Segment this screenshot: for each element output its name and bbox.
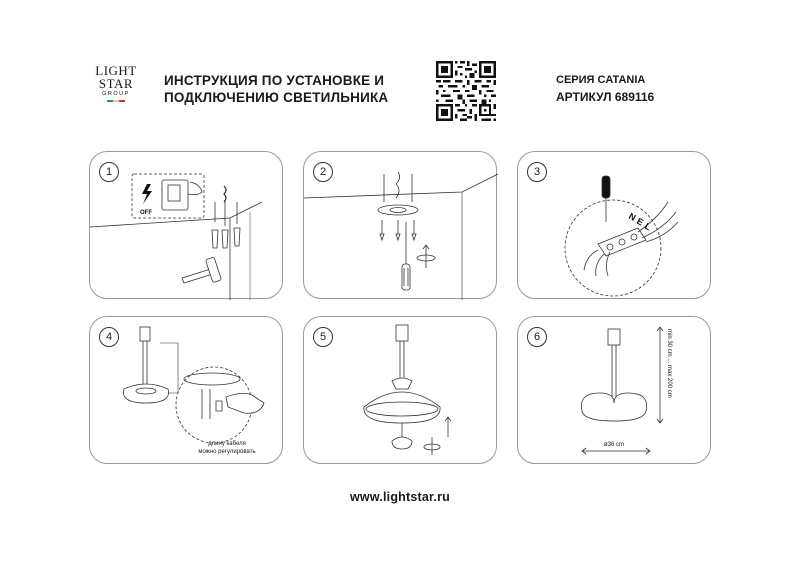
step-panel-1: 1 OFF bbox=[89, 151, 283, 300]
website-link[interactable]: www.lightstar.ru bbox=[350, 490, 450, 504]
brand-line3: GROUP bbox=[102, 91, 130, 97]
step-panel-2: 2 bbox=[303, 151, 498, 300]
wall-corner bbox=[90, 201, 263, 300]
qr-code-icon bbox=[436, 61, 496, 121]
rotate-icon bbox=[423, 437, 441, 455]
rotate-icon bbox=[416, 244, 436, 268]
mounting-bracket bbox=[377, 171, 419, 242]
title-line1: ИНСТРУКЦИЯ ПО УСТАНОВКЕ И bbox=[164, 73, 385, 88]
detail-circle bbox=[564, 199, 662, 297]
brand-line1: LIGHT bbox=[95, 63, 137, 78]
series-label: СЕРИЯ CATANIA bbox=[556, 74, 646, 86]
screwdriver-icon bbox=[401, 222, 411, 291]
height-label: min 30 cm ... max 200 cm bbox=[666, 329, 672, 398]
width-dimension bbox=[581, 447, 651, 455]
height-dimension bbox=[656, 326, 664, 424]
step-panel-4: 4 длину кабеля можно регулировать bbox=[89, 316, 283, 464]
brand-logo: LIGHT STAR GROUP bbox=[92, 64, 140, 124]
step-number: 1 bbox=[99, 162, 119, 182]
step-number: 6 bbox=[527, 327, 547, 347]
width-label: ø36 cm bbox=[604, 442, 624, 448]
step-number: 2 bbox=[313, 162, 333, 182]
cable-note-line1: длину кабеля bbox=[208, 441, 246, 447]
page-title: ИНСТРУКЦИЯ ПО УСТАНОВКЕ И ПОДКЛЮЧЕНИЮ СВ… bbox=[164, 72, 388, 106]
hand-icon bbox=[183, 372, 265, 419]
series-block: СЕРИЯ CATANIA АРТИКУЛ 689116 bbox=[556, 72, 654, 106]
wire-label-e: E bbox=[635, 216, 645, 228]
step-panel-6: 6 ø36 cm min 30 cm ... max 200 cm bbox=[517, 316, 711, 464]
terminal-block bbox=[583, 201, 679, 277]
anchors-screws bbox=[211, 185, 241, 249]
lightning-icon bbox=[142, 184, 152, 204]
wire-label-l: L bbox=[643, 221, 653, 233]
up-arrow-icon bbox=[444, 416, 452, 437]
italy-flag-icon bbox=[92, 100, 140, 102]
step-number: 5 bbox=[313, 327, 333, 347]
title-line2: ПОДКЛЮЧЕНИЮ СВЕТИЛЬНИКА bbox=[164, 90, 389, 105]
switch-box bbox=[131, 173, 205, 219]
hammer-icon bbox=[181, 257, 222, 284]
step-panel-3: 3 N E L bbox=[517, 151, 711, 299]
article-label: АРТИКУЛ 689116 bbox=[556, 90, 655, 104]
step-panel-5: 5 bbox=[303, 316, 497, 464]
cable-note-line2: можно регулировать bbox=[198, 449, 256, 455]
brand-line2: STAR bbox=[98, 76, 134, 91]
pendant-lamp bbox=[363, 324, 441, 450]
pendant-lamp bbox=[123, 326, 179, 404]
cable-note: длину кабеля можно регулировать bbox=[182, 440, 272, 456]
screwdriver-icon bbox=[601, 175, 611, 222]
step-number: 3 bbox=[527, 162, 547, 182]
pendant-lamp bbox=[581, 328, 647, 422]
wire-label-n: N bbox=[627, 211, 637, 223]
step-number: 4 bbox=[99, 327, 119, 347]
ceiling-line bbox=[304, 173, 498, 199]
off-label: OFF bbox=[140, 210, 152, 216]
